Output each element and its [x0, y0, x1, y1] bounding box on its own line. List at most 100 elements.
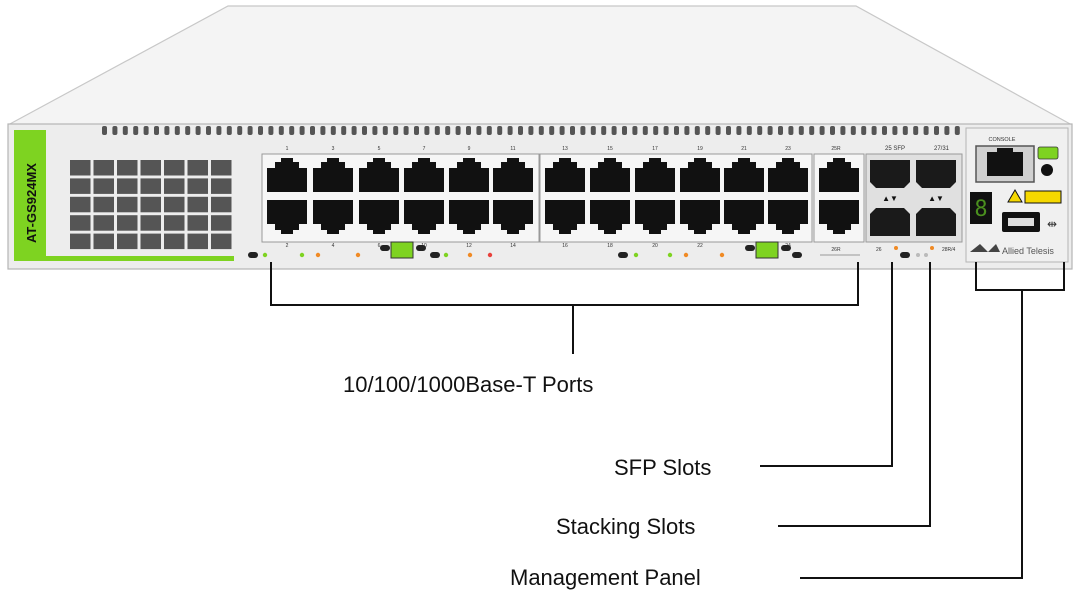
vent-notch: [694, 126, 700, 135]
led-orange: [719, 252, 725, 258]
grille-slot: [140, 196, 161, 213]
sfp-leader: [760, 262, 893, 467]
vent-notch: [570, 126, 575, 135]
port-number-label: 11: [510, 146, 515, 152]
led-green: [443, 252, 449, 258]
grille-slot: [93, 160, 114, 176]
sfp-header-label: 25 SFP: [885, 146, 905, 152]
grille-slot: [70, 160, 91, 176]
led-link-indicator: [380, 245, 390, 251]
reset-button: [1041, 164, 1053, 176]
grille-slot: [140, 215, 161, 231]
port-number-label: 14: [510, 243, 516, 249]
grille-slot: [187, 160, 208, 176]
port-number-label: 13: [562, 146, 568, 152]
vent-notch: [902, 126, 908, 135]
vent-notch: [892, 126, 898, 135]
leader-lines: [270, 262, 1065, 579]
brand-label: Allied Telesis: [1002, 246, 1054, 256]
vent-notch: [674, 126, 679, 135]
rj45-port: [545, 200, 585, 234]
led-green: [633, 252, 639, 258]
vent-notch: [237, 126, 243, 135]
vent-notch: [393, 126, 399, 135]
rj45-port: [449, 158, 489, 192]
led-green: [667, 252, 673, 258]
rj45-port: [724, 200, 764, 234]
grille-slot: [117, 215, 138, 231]
rj45-port: [680, 158, 720, 192]
stack-bottom-label: 28R/4: [942, 247, 956, 253]
laser-warning-icon: [1007, 189, 1023, 203]
vent-notch: [414, 126, 419, 135]
management-callout: Management Panel: [510, 565, 701, 590]
vent-notch: [663, 126, 669, 135]
grille-slot: [187, 233, 208, 250]
allied-telesis-logo-icon: [970, 244, 1000, 252]
stacking-slot: [916, 208, 956, 236]
stack-id-display: [970, 192, 992, 224]
led-orange: [355, 252, 361, 258]
grille-slot: [117, 160, 138, 176]
port-block-right: [539, 153, 813, 243]
rj45-port: [313, 200, 353, 234]
rj45-port: [404, 200, 444, 234]
vent-notch: [372, 126, 378, 135]
management-bracket: [975, 262, 1065, 291]
port-number-label: 17: [652, 146, 658, 152]
vent-notch: [601, 126, 607, 135]
rj45-port: [635, 158, 675, 192]
led-link-indicator: [430, 252, 440, 258]
stack-led-small: [916, 253, 920, 257]
rj45-port: [590, 158, 630, 192]
led-link-indicator: [248, 252, 258, 258]
sfp-slot: [870, 208, 910, 236]
vent-notch: [320, 126, 326, 135]
vent-notch: [559, 126, 565, 135]
rj45-port: [359, 158, 399, 192]
laser-warning-label: [1024, 190, 1062, 204]
rj45-port: [724, 158, 764, 192]
vent-notch: [850, 126, 856, 135]
vent-notch: [258, 126, 263, 135]
stacking-slot: [916, 160, 956, 188]
vent-notch: [424, 126, 430, 135]
grille-slot: [93, 178, 114, 194]
stacking-callout: Stacking Slots: [556, 514, 696, 539]
port-number-label: 22: [697, 243, 703, 249]
sfp-callout: SFP Slots: [614, 455, 712, 480]
combo-bottom-label: 26R: [831, 247, 841, 253]
model-stripe: [14, 130, 46, 258]
vent-notch: [310, 126, 315, 135]
ports-callout: 10/100/1000Base-T Ports: [343, 372, 594, 397]
port-number-label: 7: [423, 146, 426, 152]
sfp-bottom-label: 26: [876, 247, 882, 253]
grille-slot: [93, 233, 114, 250]
vent-notch: [247, 126, 253, 135]
vent-notch: [299, 126, 305, 135]
port-number-label: 1: [286, 146, 289, 152]
vent-notch: [809, 126, 815, 135]
vent-notch: [653, 126, 659, 135]
port-number-label: 16: [562, 243, 568, 249]
grille-slot: [211, 215, 232, 231]
vent-notch: [726, 126, 731, 135]
port-number-label: 23: [785, 146, 791, 152]
usb-port-inner: [1008, 218, 1034, 226]
port-number-label: 19: [697, 146, 703, 152]
status-led-strip: [248, 241, 860, 259]
rj45-port: [313, 158, 353, 192]
rj45-port: [449, 200, 489, 234]
rj45-port: [635, 200, 675, 234]
vent-notch: [580, 126, 586, 135]
vent-notch: [289, 126, 295, 135]
vent-notch: [788, 126, 794, 135]
grille-slot: [211, 233, 232, 250]
vent-notch: [497, 126, 503, 135]
grille-slot: [164, 178, 185, 194]
vent-notch: [944, 126, 950, 135]
vent-notch: [954, 126, 960, 135]
vent-notch: [778, 126, 783, 135]
vent-notch: [455, 126, 461, 135]
port-number-label: 20: [652, 243, 658, 249]
